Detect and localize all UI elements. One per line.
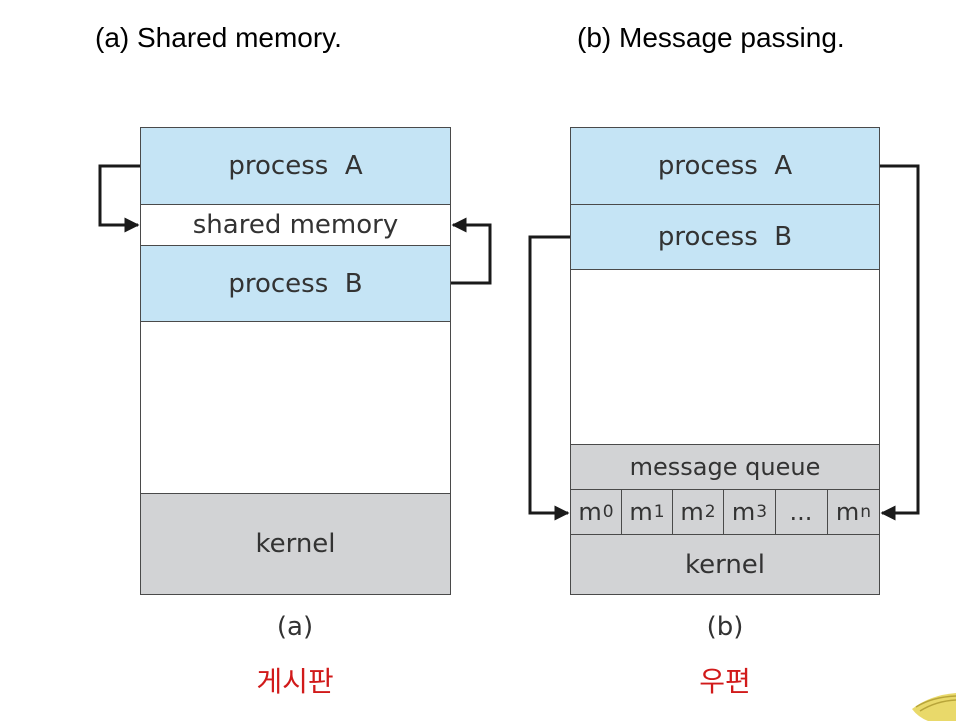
process-a-block: process A xyxy=(570,127,880,205)
queue-cell-label: m xyxy=(629,498,653,526)
corner-decoration-icon xyxy=(912,693,956,721)
message-queue-label: message queue xyxy=(629,453,821,481)
arrow-process-a-to-shared-memory xyxy=(98,164,140,233)
kernel-block: kernel xyxy=(570,534,880,595)
kernel-label: kernel xyxy=(684,549,766,580)
queue-cell-label: m xyxy=(578,498,602,526)
kernel-label: kernel xyxy=(255,529,336,559)
kernel-block: kernel xyxy=(140,493,451,595)
process-a-block: process A xyxy=(140,127,451,205)
caption-a: (a) xyxy=(276,612,314,642)
shared-memory-block: shared memory xyxy=(140,204,451,246)
queue-cell-label: m xyxy=(680,498,704,526)
process-b-label: process B xyxy=(657,222,793,252)
queue-cell-subscript: 2 xyxy=(704,502,716,522)
queue-cell-subscript: n xyxy=(860,502,872,522)
queue-cell-label: ... xyxy=(789,498,813,526)
process-b-block: process B xyxy=(570,204,880,270)
queue-cell-label: m xyxy=(835,498,860,526)
queue-cell-subscript: 3 xyxy=(756,502,768,522)
process-b-block: process B xyxy=(140,245,451,322)
arrow-process-b-to-shared-memory xyxy=(451,217,492,285)
queue-cell-subscript: 0 xyxy=(602,502,614,522)
korean-caption-a: 게시판 xyxy=(256,665,334,698)
process-a-label: process A xyxy=(657,151,793,181)
process-b-label: process B xyxy=(228,268,363,299)
process-a-label: process A xyxy=(228,151,363,181)
shared-memory-label: shared memory xyxy=(192,210,399,240)
heading-shared-memory: (a) Shared memory. xyxy=(95,22,342,53)
arrow-process-a-to-queue xyxy=(880,164,920,521)
heading-message-passing: (b) Message passing. xyxy=(577,22,845,53)
queue-cell: ... xyxy=(775,489,828,535)
caption-b: (b) xyxy=(706,612,744,642)
korean-caption-b: 우편 xyxy=(699,665,751,698)
message-queue-block: message queue xyxy=(570,444,880,490)
arrow-process-b-to-queue xyxy=(528,235,570,521)
queue-cell-subscript: 1 xyxy=(653,502,665,522)
queue-cell-label: m xyxy=(731,498,756,526)
